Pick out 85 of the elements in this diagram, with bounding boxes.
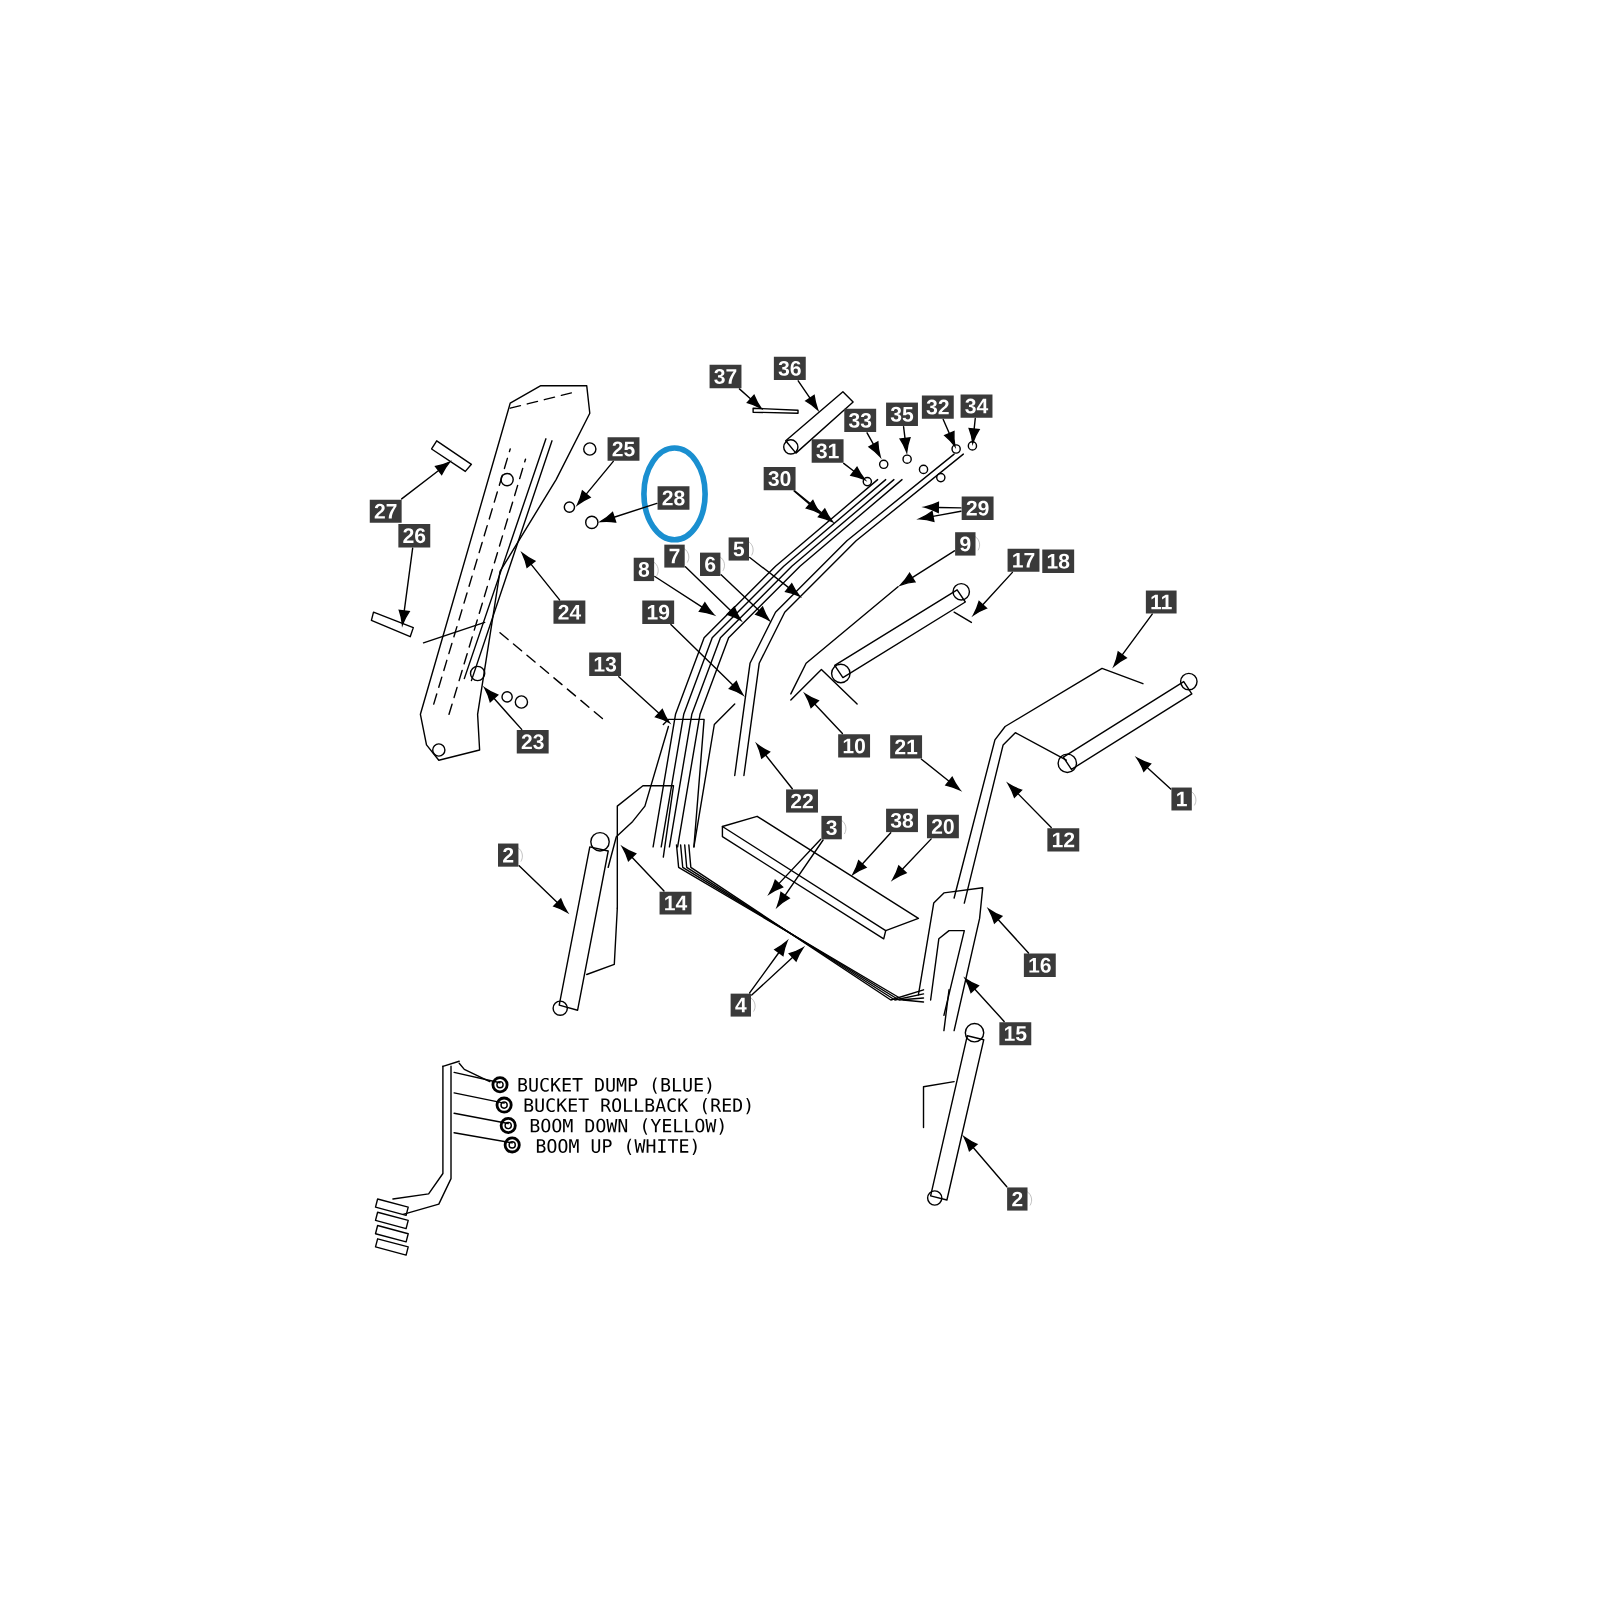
callout-number: 35 bbox=[886, 402, 918, 426]
callout-number: 37 bbox=[709, 364, 742, 389]
callout-number: 10 bbox=[838, 734, 871, 758]
leader-line bbox=[1113, 613, 1153, 667]
callout-number: 17 bbox=[1007, 548, 1040, 572]
callout-number: 13 bbox=[589, 652, 622, 676]
leader-line bbox=[684, 565, 742, 621]
callout-number: 15 bbox=[999, 1022, 1032, 1046]
callout-number: 18 bbox=[1042, 549, 1075, 573]
leader-line bbox=[720, 573, 770, 621]
leader-line bbox=[768, 838, 822, 895]
leader-line bbox=[621, 846, 665, 892]
callout-number: 22 bbox=[786, 789, 818, 813]
leader-line bbox=[964, 978, 1005, 1023]
leader-line bbox=[521, 552, 561, 601]
callout-number: 36 bbox=[773, 356, 806, 381]
callout-number: 8 bbox=[633, 557, 659, 582]
leader-line bbox=[748, 940, 788, 994]
leader-line bbox=[963, 1136, 1008, 1188]
callout-number: 30 bbox=[763, 466, 796, 491]
callout-number: 14 bbox=[659, 891, 692, 915]
leader-line bbox=[923, 501, 962, 514]
leader-line bbox=[843, 462, 866, 481]
leader-line bbox=[1136, 757, 1172, 790]
leader-line bbox=[398, 547, 414, 626]
leader-line bbox=[600, 502, 658, 523]
callout-number: 34 bbox=[960, 394, 993, 418]
leader-line bbox=[484, 687, 523, 731]
leader-line bbox=[756, 743, 793, 790]
leader-line bbox=[654, 575, 715, 616]
callout-number: 6 bbox=[700, 552, 725, 576]
callout-number: 11 bbox=[1145, 590, 1177, 614]
callout-number: 4 bbox=[730, 993, 756, 1017]
leader-line bbox=[776, 839, 824, 908]
leader-line bbox=[899, 550, 956, 586]
leader-line bbox=[988, 908, 1030, 954]
callout-number: 20 bbox=[926, 814, 959, 839]
leader-line bbox=[670, 623, 744, 696]
leader-line bbox=[920, 758, 961, 791]
leader-line bbox=[738, 388, 762, 409]
leader-line bbox=[794, 490, 833, 523]
leader-line bbox=[899, 426, 911, 453]
callout-number: 25 bbox=[607, 437, 640, 461]
callout-number: 16 bbox=[1023, 953, 1056, 977]
leader-line bbox=[400, 461, 451, 500]
callout-number: 26 bbox=[398, 524, 431, 548]
callout-number: 24 bbox=[553, 600, 586, 624]
leader-line bbox=[892, 838, 932, 881]
callout-number: 23 bbox=[516, 730, 549, 754]
callout-number: 21 bbox=[890, 735, 923, 759]
callout-number: 28 bbox=[657, 486, 690, 510]
callout-number: 29 bbox=[961, 496, 994, 520]
leader-line bbox=[797, 380, 819, 411]
leader-line bbox=[751, 947, 804, 996]
callout-number: 9 bbox=[955, 532, 980, 556]
callout-number: 33 bbox=[844, 408, 877, 433]
leader-line bbox=[852, 832, 892, 875]
leader-line bbox=[1007, 783, 1052, 829]
callout-number: 7 bbox=[664, 544, 690, 568]
callout-number: 32 bbox=[921, 395, 954, 419]
leader-line bbox=[866, 432, 881, 458]
leader-line bbox=[793, 490, 821, 514]
leader-line bbox=[968, 417, 980, 444]
callout-number: 5 bbox=[728, 537, 754, 561]
coupler-label: BOOM DOWN (YELLOW) bbox=[530, 1118, 724, 1135]
leader-line bbox=[618, 676, 670, 724]
callout-number: 3 bbox=[821, 815, 847, 840]
callout-number: 38 bbox=[886, 808, 918, 833]
callout-number: 19 bbox=[642, 600, 675, 624]
leader-line bbox=[576, 460, 614, 506]
leader-line bbox=[804, 693, 844, 735]
leader-line bbox=[749, 556, 801, 597]
leader-line bbox=[972, 571, 1014, 616]
callout-number: 2 bbox=[498, 843, 523, 867]
callout-number: 31 bbox=[811, 439, 844, 463]
leader-line bbox=[942, 418, 956, 447]
callout-number: 2 bbox=[1007, 1187, 1032, 1211]
coupler-label: BUCKET ROLLBACK (RED) bbox=[524, 1097, 751, 1115]
coupler-label: BUCKET DUMP (BLUE) bbox=[518, 1077, 712, 1094]
leader-line bbox=[918, 510, 962, 522]
callout-number: 27 bbox=[369, 499, 402, 523]
coupler-label: BOOM UP (WHITE) bbox=[536, 1138, 697, 1156]
leader-line bbox=[518, 864, 568, 913]
callout-number: 12 bbox=[1047, 828, 1080, 852]
callout-number: 1 bbox=[1171, 787, 1197, 811]
